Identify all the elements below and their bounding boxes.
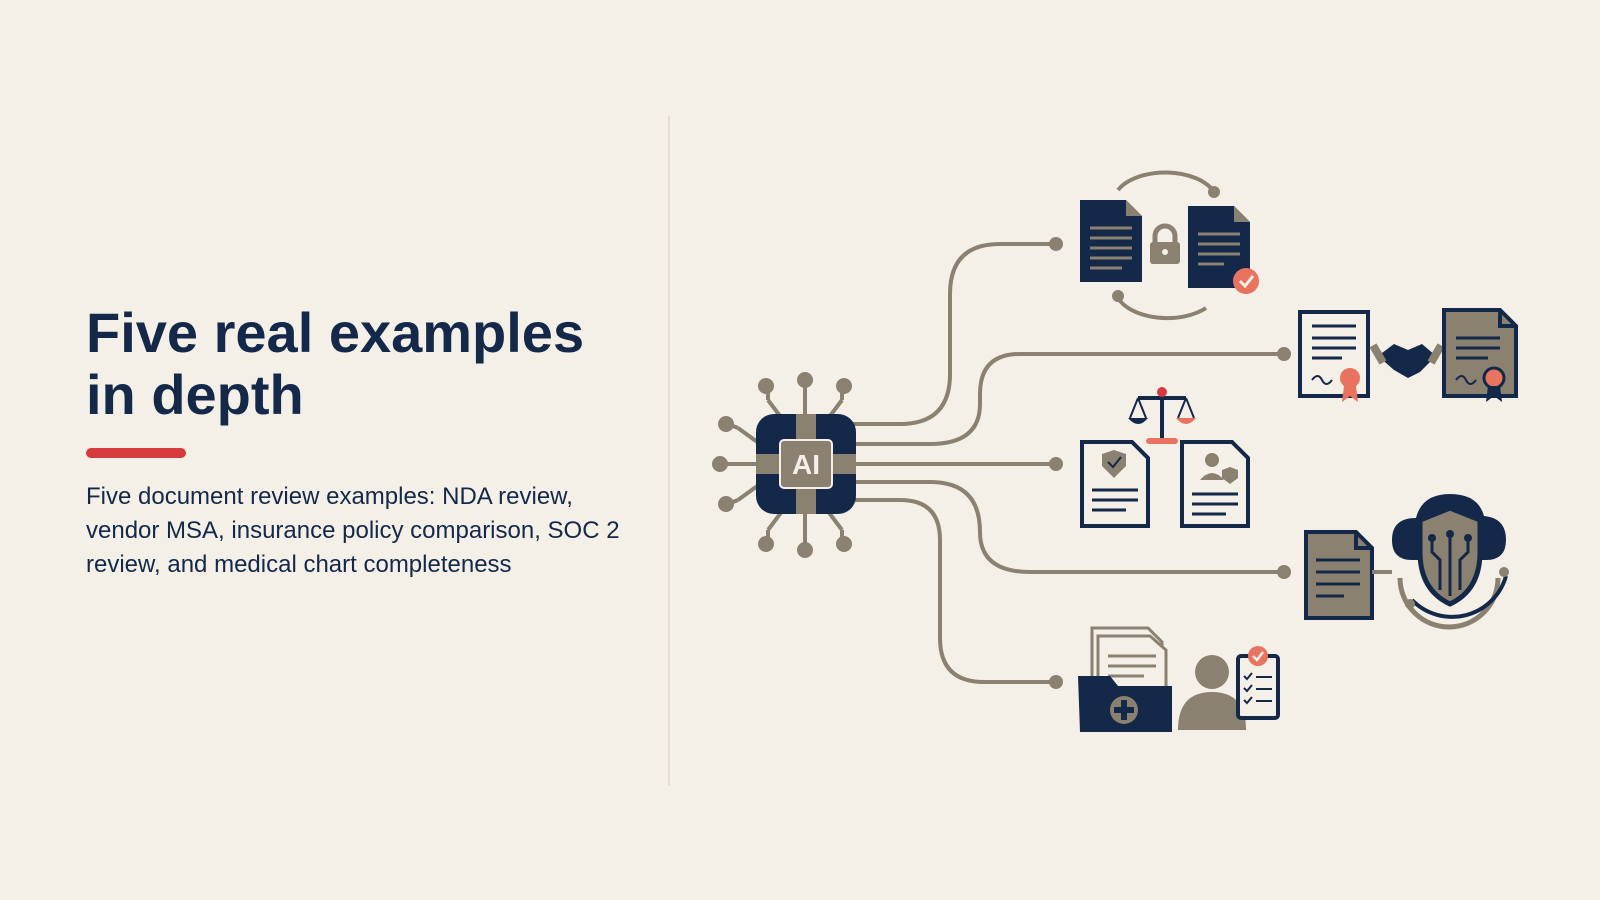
medical-folder-checklist-icon xyxy=(1078,626,1280,732)
endpoint-4 xyxy=(1277,565,1291,579)
connector-1 xyxy=(846,242,1056,426)
endpoint-3 xyxy=(1049,457,1063,471)
slide-title: Five real examples in depth xyxy=(86,301,585,426)
connector-lines xyxy=(846,242,1284,684)
document-cloud-shield-icon xyxy=(1304,494,1509,630)
locked-documents-icon xyxy=(1080,170,1259,321)
scales-documents-icon xyxy=(1080,387,1250,528)
slide-subtitle: Five document review examples: NDA revie… xyxy=(86,483,620,578)
connector-5 xyxy=(846,498,1056,684)
endpoint-5 xyxy=(1049,675,1063,689)
connector-2 xyxy=(846,352,1284,446)
certificate-handshake-icon xyxy=(1298,308,1518,402)
endpoint-2 xyxy=(1277,347,1291,361)
ai-chip-icon: AI xyxy=(712,372,856,558)
connector-4 xyxy=(846,480,1284,574)
ai-hub-label: AI xyxy=(792,449,820,480)
vertical-divider xyxy=(668,116,670,786)
connector-endpoints xyxy=(1049,237,1291,689)
endpoint-1 xyxy=(1049,237,1063,251)
title-accent-bar xyxy=(86,448,186,458)
handshake-icon xyxy=(1369,343,1445,378)
